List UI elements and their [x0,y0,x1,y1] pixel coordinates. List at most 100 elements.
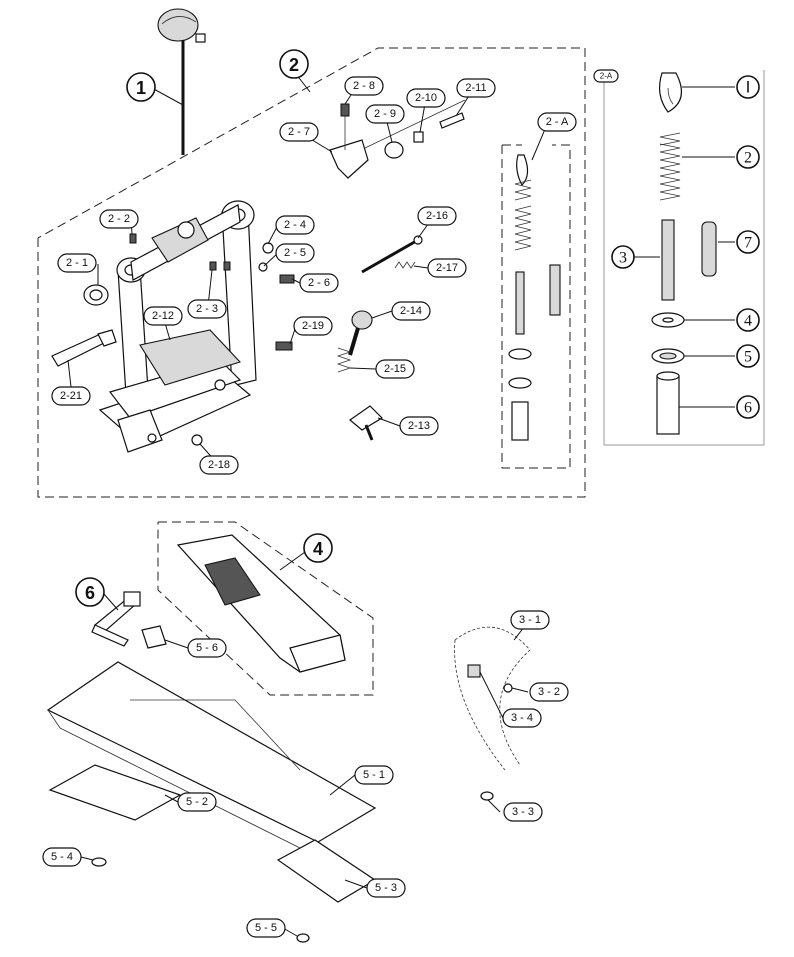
svg-text:5 - 1: 5 - 1 [363,769,385,781]
svg-text:2-19: 2-19 [302,320,324,332]
svg-text:2-18: 2-18 [208,459,230,471]
svg-text:6: 6 [85,583,95,603]
detail-tag: 2-A [593,69,619,83]
label-2-12: 2-12 [143,306,183,326]
detail-hook [658,72,683,113]
tension-bolt [361,235,423,274]
svg-text:2: 2 [289,55,299,75]
bolt-2-19 [275,341,293,351]
svg-text:2-13: 2-13 [408,420,430,432]
detail-rod [661,219,675,301]
callout-4: 4 [303,533,333,563]
label-2-9: 2 - 9 [365,104,405,124]
svg-text:2-10: 2-10 [415,92,437,104]
svg-text:4: 4 [744,313,752,330]
svg-text:2 - 7: 2 - 7 [288,126,310,138]
label-2-10: 2-10 [406,88,446,108]
cam-part [329,99,466,179]
label-2-7: 2 - 7 [279,122,319,142]
label-3-4: 3 - 4 [502,708,542,728]
label-2-8: 2 - 8 [344,76,384,96]
detail-2A-frame [603,70,765,446]
svg-text:2-A: 2-A [600,72,613,81]
thumb-bolt [348,310,373,356]
label-2-2: 2 - 2 [99,209,139,229]
svg-text:5 - 2: 5 - 2 [186,796,208,808]
callout-6: 6 [75,577,105,607]
beater-part [157,8,206,155]
svg-text:2-12: 2-12 [152,310,174,322]
svg-text:7: 7 [744,235,752,252]
label-3-3: 3 - 3 [503,802,543,822]
label-2-11: 2-11 [456,78,496,98]
label-3-1: 3 - 1 [510,610,550,630]
detail-label-6: 6 [736,395,760,419]
label-2-16: 2-16 [417,206,457,226]
svg-text:3: 3 [619,250,627,267]
svg-text:3 - 1: 3 - 1 [519,614,541,626]
detail-washer-a [651,312,685,328]
label-2-19: 2-19 [293,316,333,336]
svg-text:2-21: 2-21 [60,390,82,402]
svg-text:3 - 3: 3 - 3 [512,806,534,818]
svg-text:5 - 5: 5 - 5 [255,922,277,934]
wing-bolt [349,405,383,441]
svg-text:2 - 3: 2 - 3 [196,303,218,315]
label-2-21: 2-21 [51,386,91,406]
spring-assembly-mini [508,154,561,441]
svg-text:6: 6 [744,400,752,417]
svg-text:2 - A: 2 - A [546,116,569,128]
detail-nut [656,371,680,435]
label-2-13: 2-13 [399,416,439,436]
detail-sleeve [701,221,717,277]
chain-part [454,626,531,801]
label-5-1: 5 - 1 [354,765,394,785]
block-part [141,625,167,649]
svg-text:2 - 2: 2 - 2 [108,213,130,225]
hub-screws [129,233,295,284]
detail-label-7: 7 [736,230,760,254]
plate-5-3-part [276,839,377,903]
label-5-2: 5 - 2 [177,792,217,812]
detail-label-2: 2 [736,145,760,169]
detail-label-1: Ⅰ [736,75,760,99]
label-2-6: 2 - 6 [299,273,339,293]
svg-text:5 - 6: 5 - 6 [196,642,218,654]
svg-text:2-17: 2-17 [436,262,458,274]
svg-text:Ⅰ: Ⅰ [746,80,751,97]
label-2-18: 2-18 [199,455,239,475]
svg-text:2-14: 2-14 [400,305,422,317]
detail-washer-b [651,348,685,364]
svg-text:2 - 4: 2 - 4 [284,219,306,231]
svg-text:5: 5 [744,349,752,366]
detail-label-3: 3 [611,245,635,269]
assembly-2-boundary [37,47,586,498]
svg-text:2: 2 [744,150,752,167]
callout-2: 2 [279,49,309,79]
assembly-4-boundary [157,521,374,696]
svg-text:2 - 9: 2 - 9 [374,108,396,120]
detail-label-4: 4 [736,308,760,332]
compression-spring [336,347,352,373]
bearing-part [83,284,109,306]
svg-text:2 - 8: 2 - 8 [353,80,375,92]
svg-text:2-16: 2-16 [426,210,448,222]
svg-text:2-15: 2-15 [384,363,406,375]
drum-key-part [91,591,141,647]
svg-text:2 - 1: 2 - 1 [66,257,88,269]
label-5-6: 5 - 6 [187,638,227,658]
label-2-1: 2 - 1 [57,253,97,273]
svg-text:2 - 6: 2 - 6 [308,277,330,289]
callout-1: 1 [126,72,156,102]
small-spring [394,261,416,269]
svg-text:2 - 5: 2 - 5 [284,247,306,259]
label-2-14: 2-14 [391,301,431,321]
screw-5-5 [296,933,310,943]
svg-text:1: 1 [136,78,146,98]
plate-5-2-part [48,764,182,821]
label-5-3: 5 - 3 [366,878,406,898]
detail-label-5: 5 [736,344,760,368]
label-5-5: 5 - 5 [246,918,286,938]
assembly-2A-boundary [501,144,571,469]
detail-spring [659,132,681,201]
